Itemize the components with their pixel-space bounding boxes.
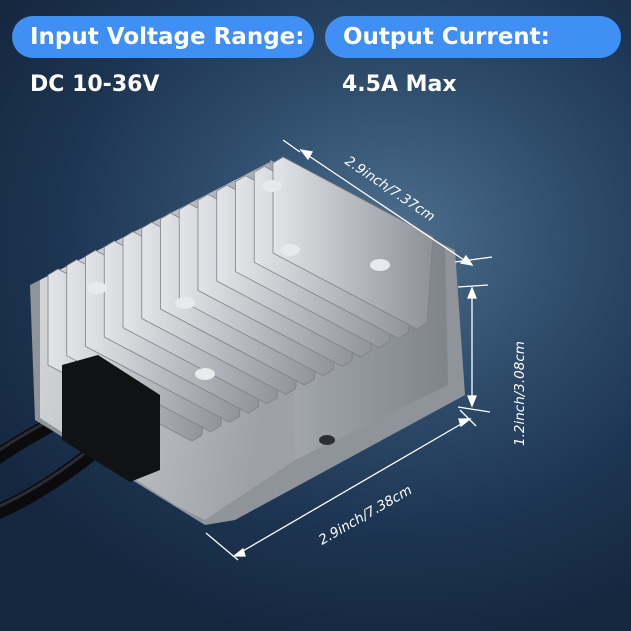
output-current-value: 4.5A Max xyxy=(342,72,457,97)
output-current-label-text: Output Current: xyxy=(343,24,550,50)
heatsink-fins xyxy=(47,156,434,442)
dimension-bottom-label: 2.9inch/7.38cm xyxy=(316,482,415,548)
input-voltage-value: DC 10-36V xyxy=(30,72,160,97)
heatsink-fin xyxy=(272,156,434,330)
screws xyxy=(87,180,390,380)
mounting-hole xyxy=(319,435,335,445)
dimension-height-label: 1.2inch/3.08cm xyxy=(512,341,528,446)
dimension-lines xyxy=(205,139,493,561)
output-current-label: Output Current: xyxy=(325,16,621,58)
input-voltage-label-text: Input Voltage Range: xyxy=(30,24,305,50)
input-voltage-label: Input Voltage Range: xyxy=(12,16,314,58)
cable-gland xyxy=(62,355,160,482)
